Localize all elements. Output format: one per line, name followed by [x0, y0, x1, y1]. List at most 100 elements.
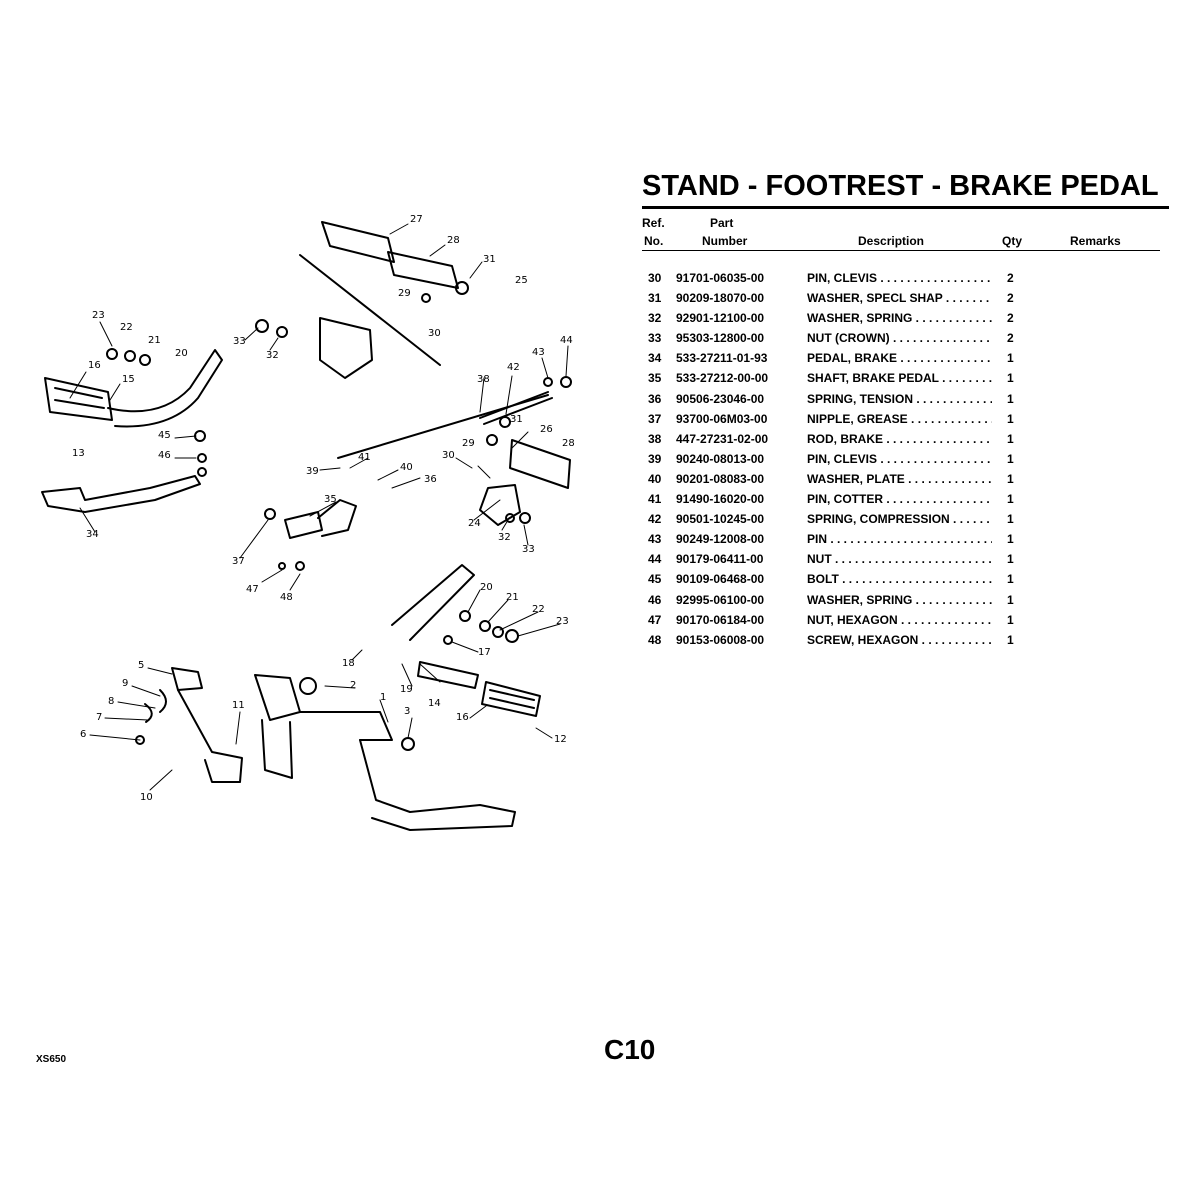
ref-cell: 32 [648, 311, 662, 326]
callout-37: 37 [232, 556, 245, 567]
footrest-lower-right [391, 564, 541, 717]
header-description: Description [858, 234, 925, 248]
footrest-rubber-upper [299, 221, 459, 379]
ref-cell: 31 [648, 291, 662, 306]
brake-pedal-shaft [284, 499, 357, 539]
page-title: STAND - FOOTREST - BRAKE PEDAL [642, 170, 1159, 202]
table-row: 48 90153-06008-00 SCREW, HEXAGON . . . . .… [642, 630, 1162, 650]
callout-30: 30 [428, 328, 441, 339]
callout-30: 30 [442, 450, 455, 461]
part-number-cell: 92901-12100-00 [676, 311, 765, 326]
callout-35: 35 [324, 494, 337, 505]
qty-cell: 1 [1007, 391, 1014, 406]
callout-21: 21 [506, 592, 519, 603]
qty-cell: 1 [1007, 431, 1014, 446]
description-cell: WASHER, SPRING . . . . . . . . . . . . .… [807, 592, 992, 607]
description-cell: PIN, COTTER . . . . . . . . . . . . . . … [807, 492, 992, 507]
description-cell: PIN, CLEVIS . . . . . . . . . . . . . . … [807, 451, 992, 466]
ref-cell: 48 [648, 632, 662, 647]
ref-cell: 35 [648, 371, 662, 386]
callout-39: 39 [306, 466, 319, 477]
description-cell: SPRING, TENSION . . . . . . . . . . . . … [807, 391, 992, 406]
callout-48: 48 [280, 592, 293, 603]
description-cell: NUT, HEXAGON . . . . . . . . . . . . . .… [807, 612, 992, 627]
header-remarks: Remarks [1070, 234, 1121, 248]
callout-32: 32 [498, 532, 511, 543]
qty-cell: 1 [1007, 552, 1014, 567]
ref-cell: 41 [648, 492, 662, 507]
part-number-cell: 90209-18070-00 [676, 291, 765, 306]
callout-20: 20 [175, 348, 188, 359]
callout-42: 42 [507, 362, 520, 373]
table-header: Ref. No. Part Number Description Qty Rem… [642, 214, 1162, 250]
callout-29: 29 [398, 288, 411, 299]
qty-cell: 2 [1007, 291, 1014, 306]
side-stand-bracket [144, 667, 243, 783]
part-number-cell: 90153-06008-00 [676, 632, 765, 647]
description-cell: WASHER, SPRING . . . . . . . . . . . . .… [807, 311, 992, 326]
footrest-right [509, 439, 571, 489]
exploded-parts-diagram: 1235678910111213141516171819202122232425… [41, 214, 575, 831]
description-cell: SCREW, HEXAGON . . . . . . . . . . . . .… [807, 632, 992, 647]
callout-21: 21 [148, 335, 161, 346]
brake-rod [337, 391, 553, 459]
callout-10: 10 [140, 792, 153, 803]
ref-cell: 38 [648, 431, 662, 446]
ref-cell: 45 [648, 572, 662, 587]
part-number-cell: 90201-08083-00 [676, 471, 765, 486]
callout-18: 18 [342, 658, 355, 669]
description-cell: PIN, CLEVIS . . . . . . . . . . . . . . … [807, 271, 992, 285]
ref-cell: 40 [648, 471, 662, 486]
header-ref-line2: No. [644, 234, 664, 248]
ref-cell: 34 [648, 351, 662, 366]
callout-27: 27 [410, 214, 423, 225]
bracket-rear [479, 484, 521, 526]
callout-14: 14 [428, 698, 441, 709]
callout-41: 41 [358, 452, 371, 463]
description-cell: WASHER, PLATE . . . . . . . . . . . . . … [807, 471, 992, 486]
qty-cell: 2 [1007, 271, 1014, 285]
brake-pedal [41, 475, 201, 513]
header-part-line1: Part [710, 216, 734, 230]
callout-34: 34 [86, 529, 99, 540]
callout-31: 31 [510, 414, 523, 425]
callout-29: 29 [462, 438, 475, 449]
ref-cell: 44 [648, 552, 662, 567]
qty-cell: 2 [1007, 311, 1014, 326]
callout-3: 3 [404, 706, 410, 717]
callout-43: 43 [532, 347, 545, 358]
part-number-cell: 90109-06468-00 [676, 572, 765, 587]
model-label: XS650 [36, 1054, 67, 1065]
part-number-cell: 533-27212-00-00 [676, 371, 769, 386]
qty-cell: 1 [1007, 632, 1014, 647]
qty-cell: 1 [1007, 411, 1014, 426]
parts-table: Ref. No. Part Number Description Qty Rem… [642, 214, 1162, 650]
ref-cell: 42 [648, 512, 662, 527]
callout-44: 44 [560, 335, 573, 346]
qty-cell: 1 [1007, 612, 1014, 627]
part-number-cell: 90501-10245-00 [676, 512, 765, 527]
qty-cell: 2 [1007, 331, 1014, 346]
description-cell: NUT . . . . . . . . . . . . . . . . . . … [807, 552, 992, 567]
callout-36: 36 [424, 474, 437, 485]
leader-lines [69, 223, 569, 791]
callout-45: 45 [158, 430, 171, 441]
page-number: C10 [604, 1034, 656, 1065]
qty-cell: 1 [1007, 532, 1014, 547]
callout-40: 40 [400, 462, 413, 473]
description-cell: PIN . . . . . . . . . . . . . . . . . . … [807, 532, 992, 547]
title-rule [642, 206, 1169, 209]
callout-15: 15 [122, 374, 135, 385]
ref-cell: 47 [648, 612, 662, 627]
part-number-cell: 90506-23046-00 [676, 391, 765, 406]
callout-33: 33 [522, 544, 535, 555]
